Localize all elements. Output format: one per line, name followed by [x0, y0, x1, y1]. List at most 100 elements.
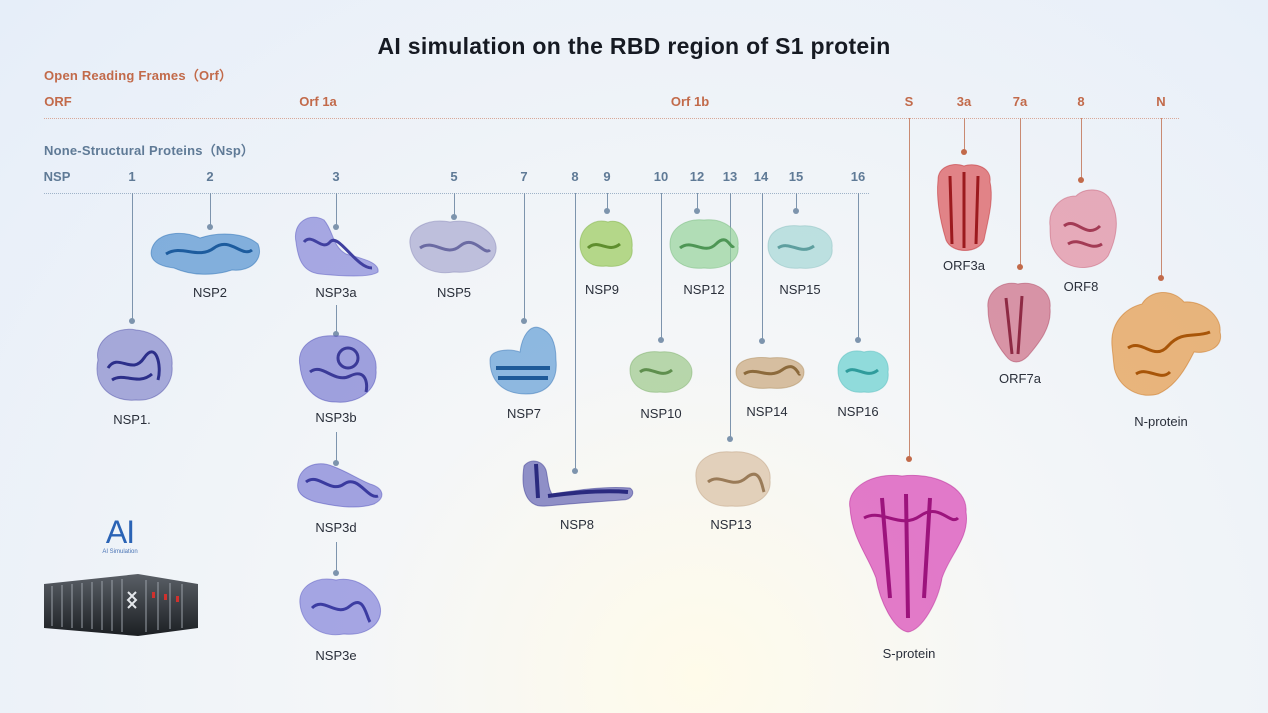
connector-dot-nsp5 — [451, 214, 457, 220]
connector-nsp7 — [524, 193, 525, 321]
nsp2-structure-image — [150, 232, 260, 275]
connector-nsp8 — [575, 193, 576, 471]
nsp-section-label: None-Structural Proteins（Nsp） — [44, 143, 255, 158]
nsp12-structure-image — [669, 219, 739, 269]
nsp-header-16: 16 — [850, 169, 866, 184]
protein-label-orf8: ORF8 — [1063, 279, 1099, 294]
connector-nsp2 — [210, 193, 211, 227]
connector-dot-nsp8 — [572, 468, 578, 474]
nsp-divider-line — [44, 193, 869, 194]
protein-label-nsp10: NSP10 — [640, 406, 682, 421]
connector-nsp13 — [730, 193, 731, 439]
orf-header-orf: ORF — [44, 94, 72, 109]
orf3a-structure-image — [937, 164, 992, 251]
protein-label-nsp14: NSP14 — [746, 404, 788, 419]
connector-nsp3d — [336, 432, 337, 464]
connector-dot-nsp13 — [727, 436, 733, 442]
nsp1-structure-image — [96, 328, 173, 401]
nsp-header-13: 13 — [722, 169, 738, 184]
protein-label-nsp13: NSP13 — [710, 517, 752, 532]
protein-label-nsp2: NSP2 — [193, 285, 227, 300]
orf-section-label: Open Reading Frames（Orf） — [44, 68, 233, 83]
nsp3b-structure-image — [298, 335, 377, 403]
nsp-header-14: 14 — [753, 169, 769, 184]
protein-label-nsp3e: NSP3e — [315, 648, 357, 663]
connector-dot-nsp3b — [333, 331, 339, 337]
orf-header-7a: 7a — [1012, 94, 1028, 109]
orf7a-structure-image — [987, 282, 1051, 363]
protein-label-orf3a: ORF3a — [943, 258, 985, 273]
nsp3d-structure-image — [297, 463, 383, 508]
protein-label-nsp8: NSP8 — [560, 517, 594, 532]
orf-header-orf1a: Orf 1a — [299, 94, 337, 109]
connector-dot-nsp12 — [694, 208, 700, 214]
nsp13-structure-image — [695, 451, 771, 507]
orf8-structure-image — [1049, 189, 1117, 268]
nsp7-structure-image — [489, 326, 557, 395]
connector-nsp12 — [697, 193, 698, 211]
nsp-header-2: 2 — [206, 169, 214, 184]
orf-header-s: S — [904, 94, 914, 109]
ai-logo-subtext: AI Simulation — [102, 549, 138, 555]
connector-dot-nsp7 — [521, 318, 527, 324]
nsp-header-10: 10 — [653, 169, 669, 184]
connector-dot-nsp14 — [759, 338, 765, 344]
connector-dot-nsp16 — [855, 337, 861, 343]
connector-nsp16 — [858, 193, 859, 340]
nsp3a-structure-image — [294, 216, 379, 277]
nsp-header-3: 3 — [332, 169, 340, 184]
nsp10-structure-image — [629, 351, 693, 393]
nsp5-structure-image — [409, 220, 497, 274]
protein-label-nsp5: NSP5 — [437, 285, 471, 300]
connector-nsp15 — [796, 193, 797, 211]
server-rack-image — [44, 574, 198, 636]
protein-label-nsp9: NSP9 — [585, 282, 619, 297]
protein-label-nsp7: NSP7 — [507, 406, 541, 421]
orf-header-n: N — [1156, 94, 1166, 109]
connector-nsp10 — [661, 193, 662, 340]
nsp-header-12: 12 — [689, 169, 705, 184]
nsp8-structure-image — [522, 460, 634, 507]
n-protein-structure-image — [1111, 292, 1222, 396]
protein-label-s-protein: S-protein — [882, 646, 936, 661]
nsp9-structure-image — [579, 220, 633, 267]
connector-dot-nsp9 — [604, 208, 610, 214]
s-protein-structure-image — [849, 474, 967, 633]
protein-label-nsp16: NSP16 — [837, 404, 879, 419]
orf-divider-line — [44, 118, 1179, 119]
connector-s — [909, 118, 910, 459]
connector-dot-n — [1158, 275, 1164, 281]
connector-dot-nsp3e — [333, 570, 339, 576]
nsp16-structure-image — [837, 350, 889, 393]
orf-header-3a: 3a — [956, 94, 972, 109]
connector-nsp1 — [132, 193, 133, 321]
connector-nsp3a — [336, 193, 337, 227]
nsp-header-7: 7 — [520, 169, 528, 184]
connector-dot-3a — [961, 149, 967, 155]
connector-nsp3e — [336, 542, 337, 574]
diagram-title: AI simulation on the RBD region of S1 pr… — [377, 33, 891, 59]
orf-header-orf1b: Orf 1b — [670, 94, 710, 109]
connector-7a — [1020, 118, 1021, 267]
connector-n — [1161, 118, 1162, 278]
connector-dot-nsp10 — [658, 337, 664, 343]
connector-nsp14 — [762, 193, 763, 341]
nsp-header-5: 5 — [450, 169, 458, 184]
protein-label-nsp3a: NSP3a — [315, 285, 357, 300]
protein-label-nsp3b: NSP3b — [315, 410, 357, 425]
nsp15-structure-image — [767, 225, 833, 269]
connector-3a — [964, 118, 965, 152]
connector-dot-nsp3a — [333, 224, 339, 230]
connector-8 — [1081, 118, 1082, 180]
connector-dot-nsp2 — [207, 224, 213, 230]
nsp-header-8: 8 — [571, 169, 579, 184]
protein-label-orf7a: ORF7a — [999, 371, 1041, 386]
protein-label-nsp15: NSP15 — [779, 282, 821, 297]
connector-nsp9 — [607, 193, 608, 211]
nsp-header-15: 15 — [788, 169, 804, 184]
ai-logo-text: AI — [105, 514, 135, 550]
connector-nsp3b — [336, 305, 337, 335]
nsp-header-9: 9 — [603, 169, 611, 184]
connector-dot-7a — [1017, 264, 1023, 270]
orf-header-8: 8 — [1077, 94, 1085, 109]
